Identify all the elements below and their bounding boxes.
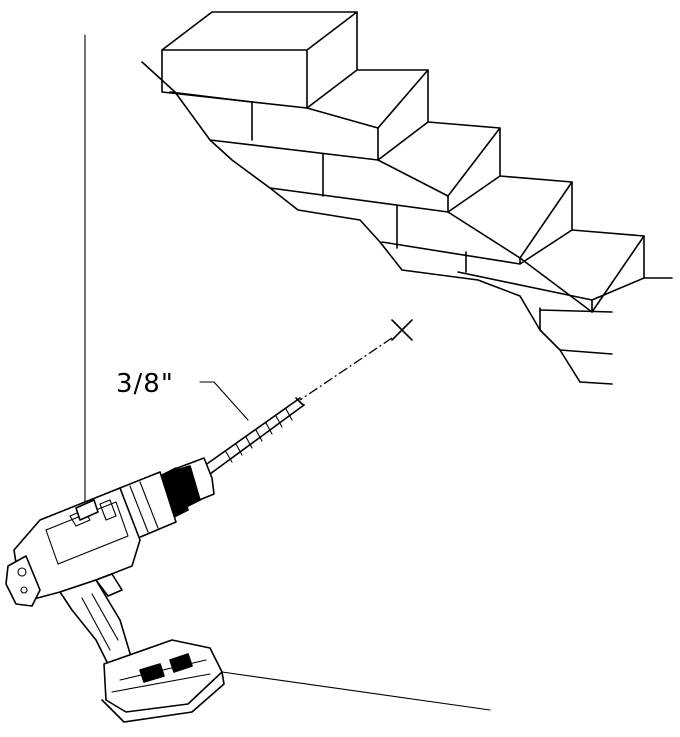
drill-bit-icon: [203, 397, 305, 475]
wall-corner-lines: [84, 34, 491, 711]
target-x-icon: [391, 319, 413, 341]
block-steps-icon: [141, 11, 673, 385]
drill-bit-size-callout: 3/8": [116, 369, 249, 421]
drill-centerline: [299, 337, 393, 401]
cordless-drill-icon: [5, 457, 225, 723]
drill-bit-size-label: 3/8": [116, 369, 174, 399]
